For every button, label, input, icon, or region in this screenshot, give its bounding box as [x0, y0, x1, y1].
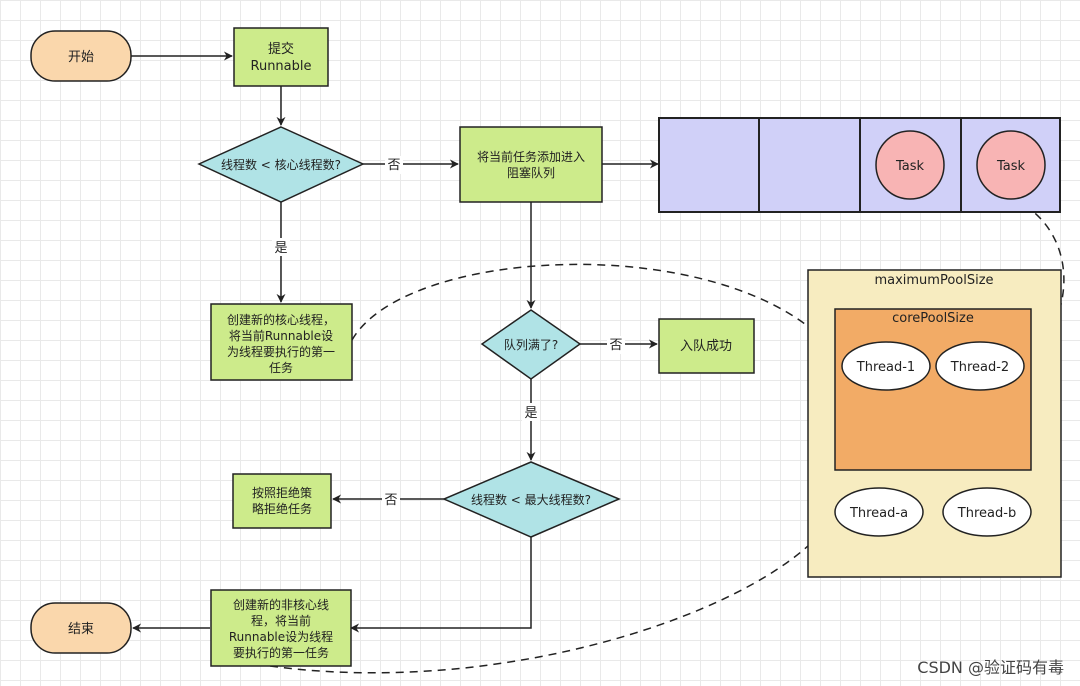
node-reject-line1: 按照拒绝策 [252, 485, 312, 500]
thread-b: Thread-b [942, 487, 1032, 537]
edge-max-yes [350, 537, 532, 633]
dashed-noncore-to-threada [269, 511, 837, 674]
node-create-core-line2: 将当前Runnable设 [229, 328, 333, 343]
node-create-core: 创建新的核心线程， 将当前Runnable设 为线程要执行的第一 任务 [210, 303, 353, 381]
node-create-noncore-line2: 程，将当前 [251, 613, 311, 628]
thread-2-label: Thread-2 [950, 360, 1009, 375]
node-queue-full-label: 队列满了? [504, 337, 558, 352]
node-create-noncore-line3: Runnable设为线程 [229, 629, 333, 644]
node-create-noncore-line1: 创建新的非核心线 [233, 597, 329, 612]
blocking-queue: Task Task [658, 117, 1061, 213]
label-no-max: 否 [384, 493, 397, 508]
node-enqueue-ok-label: 入队成功 [680, 339, 732, 354]
core-pool: corePoolSize Thread-1 Thread-2 [834, 308, 1032, 471]
queue-task-1: Task [875, 130, 945, 200]
node-queue-full: 队列满了? [480, 309, 582, 380]
node-create-noncore-line4: 要执行的第一任务 [233, 645, 329, 660]
label-no-full: 否 [609, 338, 622, 353]
thread-a-label: Thread-a [849, 506, 908, 521]
dashed-core-to-thread1 [351, 263, 846, 367]
thread-a: Thread-a [834, 487, 924, 537]
thread-1: Thread-1 [841, 341, 931, 391]
queue-task-2: Task [976, 130, 1046, 200]
queue-task-1-label: Task [895, 159, 925, 174]
core-pool-label: corePoolSize [892, 311, 974, 326]
node-add-queue: 将当前任务添加进入 阻塞队列 [459, 126, 603, 203]
label-yes-core: 是 [274, 241, 287, 256]
node-add-queue-line2: 阻塞队列 [507, 165, 555, 180]
node-create-core-line4: 任务 [269, 360, 293, 375]
node-reject: 按照拒绝策 略拒绝任务 [232, 473, 332, 529]
max-pool: maximumPoolSize corePoolSize Thread-1 Th… [807, 269, 1062, 578]
thread-b-label: Thread-b [957, 506, 1016, 521]
label-yes-full: 是 [524, 406, 537, 421]
thread-2: Thread-2 [935, 341, 1025, 391]
node-submit-line2: Runnable [251, 59, 312, 74]
dashed-task-to-thread2 [1011, 197, 1065, 367]
thread-1-label: Thread-1 [856, 360, 915, 375]
node-submit-line1: 提交 [268, 41, 294, 57]
node-check-max-label: 线程数 < 最大线程数? [471, 492, 591, 507]
node-submit: 提交 Runnable [233, 27, 329, 87]
max-pool-label: maximumPoolSize [874, 273, 993, 288]
node-start-label: 开始 [68, 50, 94, 65]
node-enqueue-ok: 入队成功 [658, 318, 755, 374]
node-create-core-line1: 创建新的核心线程， [227, 312, 335, 327]
node-check-core: 线程数 < 核心线程数? [197, 126, 365, 203]
node-create-noncore: 创建新的非核心线 程，将当前 Runnable设为线程 要执行的第一任务 [210, 589, 352, 667]
label-no-core: 否 [387, 158, 400, 173]
node-end: 结束 [30, 602, 132, 654]
edge-label-group: 否 是 否 是 否 [272, 156, 625, 509]
node-check-core-label: 线程数 < 核心线程数? [221, 157, 341, 172]
queue-task-2-label: Task [996, 159, 1026, 174]
node-check-max: 线程数 < 最大线程数? [442, 461, 621, 538]
watermark: CSDN @验证码有毒 [917, 658, 1064, 677]
node-reject-line2: 略拒绝任务 [252, 501, 312, 516]
node-add-queue-line1: 将当前任务添加进入 [477, 149, 585, 164]
node-end-label: 结束 [68, 622, 94, 637]
node-start: 开始 [30, 30, 132, 82]
node-create-core-line3: 为线程要执行的第一 [227, 344, 335, 359]
